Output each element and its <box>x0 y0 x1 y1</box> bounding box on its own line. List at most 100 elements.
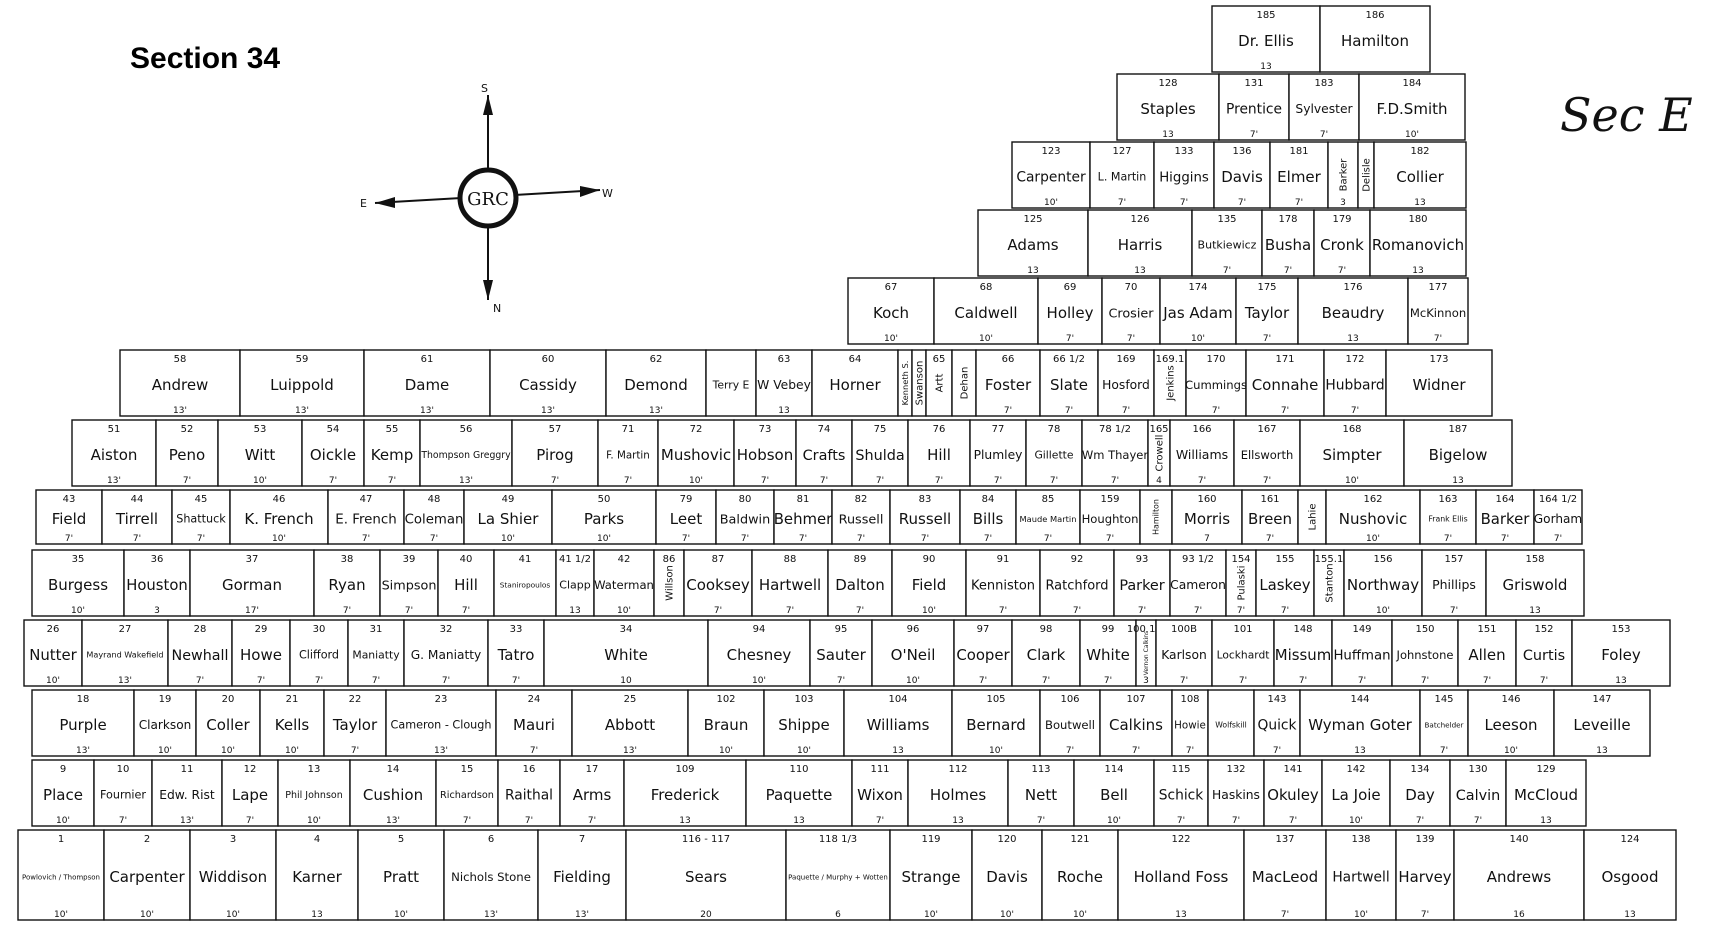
plot-number: 36 <box>151 554 164 565</box>
plot-owner-name: Nutter <box>29 646 77 664</box>
plot-number: 167 <box>1257 424 1276 435</box>
plot-width-label: 7' <box>837 676 845 686</box>
plot-owner-name: Allen <box>1468 646 1505 664</box>
plot-width-label: 13 <box>1529 606 1540 616</box>
compass-s: S <box>481 82 488 95</box>
plot-width-label: 4 <box>1156 476 1162 486</box>
plot-owner-name: Witt <box>245 446 276 464</box>
plot-owner-name: Hartwell <box>1332 870 1389 886</box>
plot-width-label: 10' <box>884 334 898 344</box>
plot-number: 162 <box>1363 494 1382 505</box>
plot-width-label: 13 <box>1260 62 1271 72</box>
plot-width-label: 7' <box>1351 406 1359 416</box>
plot-owner-name: Nushovic <box>1339 510 1408 528</box>
plot-number: 139 <box>1415 834 1434 845</box>
plot-width-label: 7' <box>1111 476 1119 486</box>
plot-number: 123 <box>1041 146 1060 157</box>
plot-owner-name: Batchelder <box>1424 720 1463 729</box>
plot-number: 58 <box>174 354 187 365</box>
plot-r5c5: Terry E <box>705 349 757 417</box>
plot-number: 181 <box>1289 146 1308 157</box>
plot-number: 54 <box>327 424 340 435</box>
plot-owner-name: McCloud <box>1514 786 1578 804</box>
plot-number: 62 <box>650 354 663 365</box>
plot-number: 159 <box>1100 494 1119 505</box>
plot-owner-name: Butkiewicz <box>1198 239 1257 252</box>
plot-owner-name: Richardson <box>440 790 494 801</box>
plot-number: 156 <box>1373 554 1392 565</box>
plot-owner-name: Wm Thayer <box>1082 448 1148 462</box>
plot-owner-name: Harris <box>1118 236 1163 254</box>
plot-owner-name: Fournier <box>100 789 146 802</box>
plot-number: 161 <box>1260 494 1279 505</box>
plot-owner-name: Demond <box>624 376 688 394</box>
plot-owner-name: Sylvester <box>1295 102 1353 116</box>
plot-owner-name: Huffman <box>1333 648 1390 663</box>
plot-width-label: 10' <box>689 476 703 486</box>
plot-width-label: 7' <box>1358 676 1366 686</box>
plot-owner-name: Horner <box>829 376 881 394</box>
plot-owner-name: Paquette / Murphy + Wotten <box>788 873 888 881</box>
plot-number: 148 <box>1293 624 1312 635</box>
plot-owner-name: Tirrell <box>115 510 158 528</box>
compass-rose: GRC S N E W <box>360 82 613 315</box>
plot-number: 111 <box>870 764 889 775</box>
plot-number: 176 <box>1343 282 1362 293</box>
plot-width-label: 7' <box>1212 406 1220 416</box>
plot-number: 155 <box>1275 554 1294 565</box>
plot-number: 41 1/2 <box>559 554 591 565</box>
plot-owner-name: Johnstone <box>1396 648 1454 662</box>
compass-center-label: GRC <box>467 189 509 210</box>
plot-owner-name: Frederick <box>651 786 720 804</box>
plot-width-label: 7' <box>1132 746 1140 756</box>
plot-number: 149 <box>1352 624 1371 635</box>
plot-width-label: 10' <box>1354 910 1368 920</box>
plot-width-label: 10' <box>226 910 240 920</box>
plot-number: 172 <box>1345 354 1364 365</box>
plot-width-label: 13' <box>541 406 555 416</box>
plot-number: 113 <box>1031 764 1050 775</box>
plot-width-label: 10' <box>989 746 1003 756</box>
plot-width-label: 7' <box>462 606 470 616</box>
plot-width-label: 3 <box>1143 676 1149 686</box>
plot-number: 164 <box>1495 494 1514 505</box>
plot-number: 89 <box>854 554 867 565</box>
plot-number: 82 <box>855 494 868 505</box>
plot-width-label: 7' <box>1434 334 1442 344</box>
plot-owner-name: Maniatty <box>352 649 400 662</box>
plot-owner-name: Waterman <box>594 578 654 592</box>
plot-width-label: 7' <box>682 534 690 544</box>
plot-number: 101 <box>1233 624 1252 635</box>
plot-width-label: 7' <box>1299 676 1307 686</box>
plot-width-label: 7' <box>1223 266 1231 276</box>
plot-width-label: 10' <box>979 334 993 344</box>
plot-owner-name: Arms <box>573 786 612 804</box>
plot-width-label: 13 <box>1162 130 1173 140</box>
